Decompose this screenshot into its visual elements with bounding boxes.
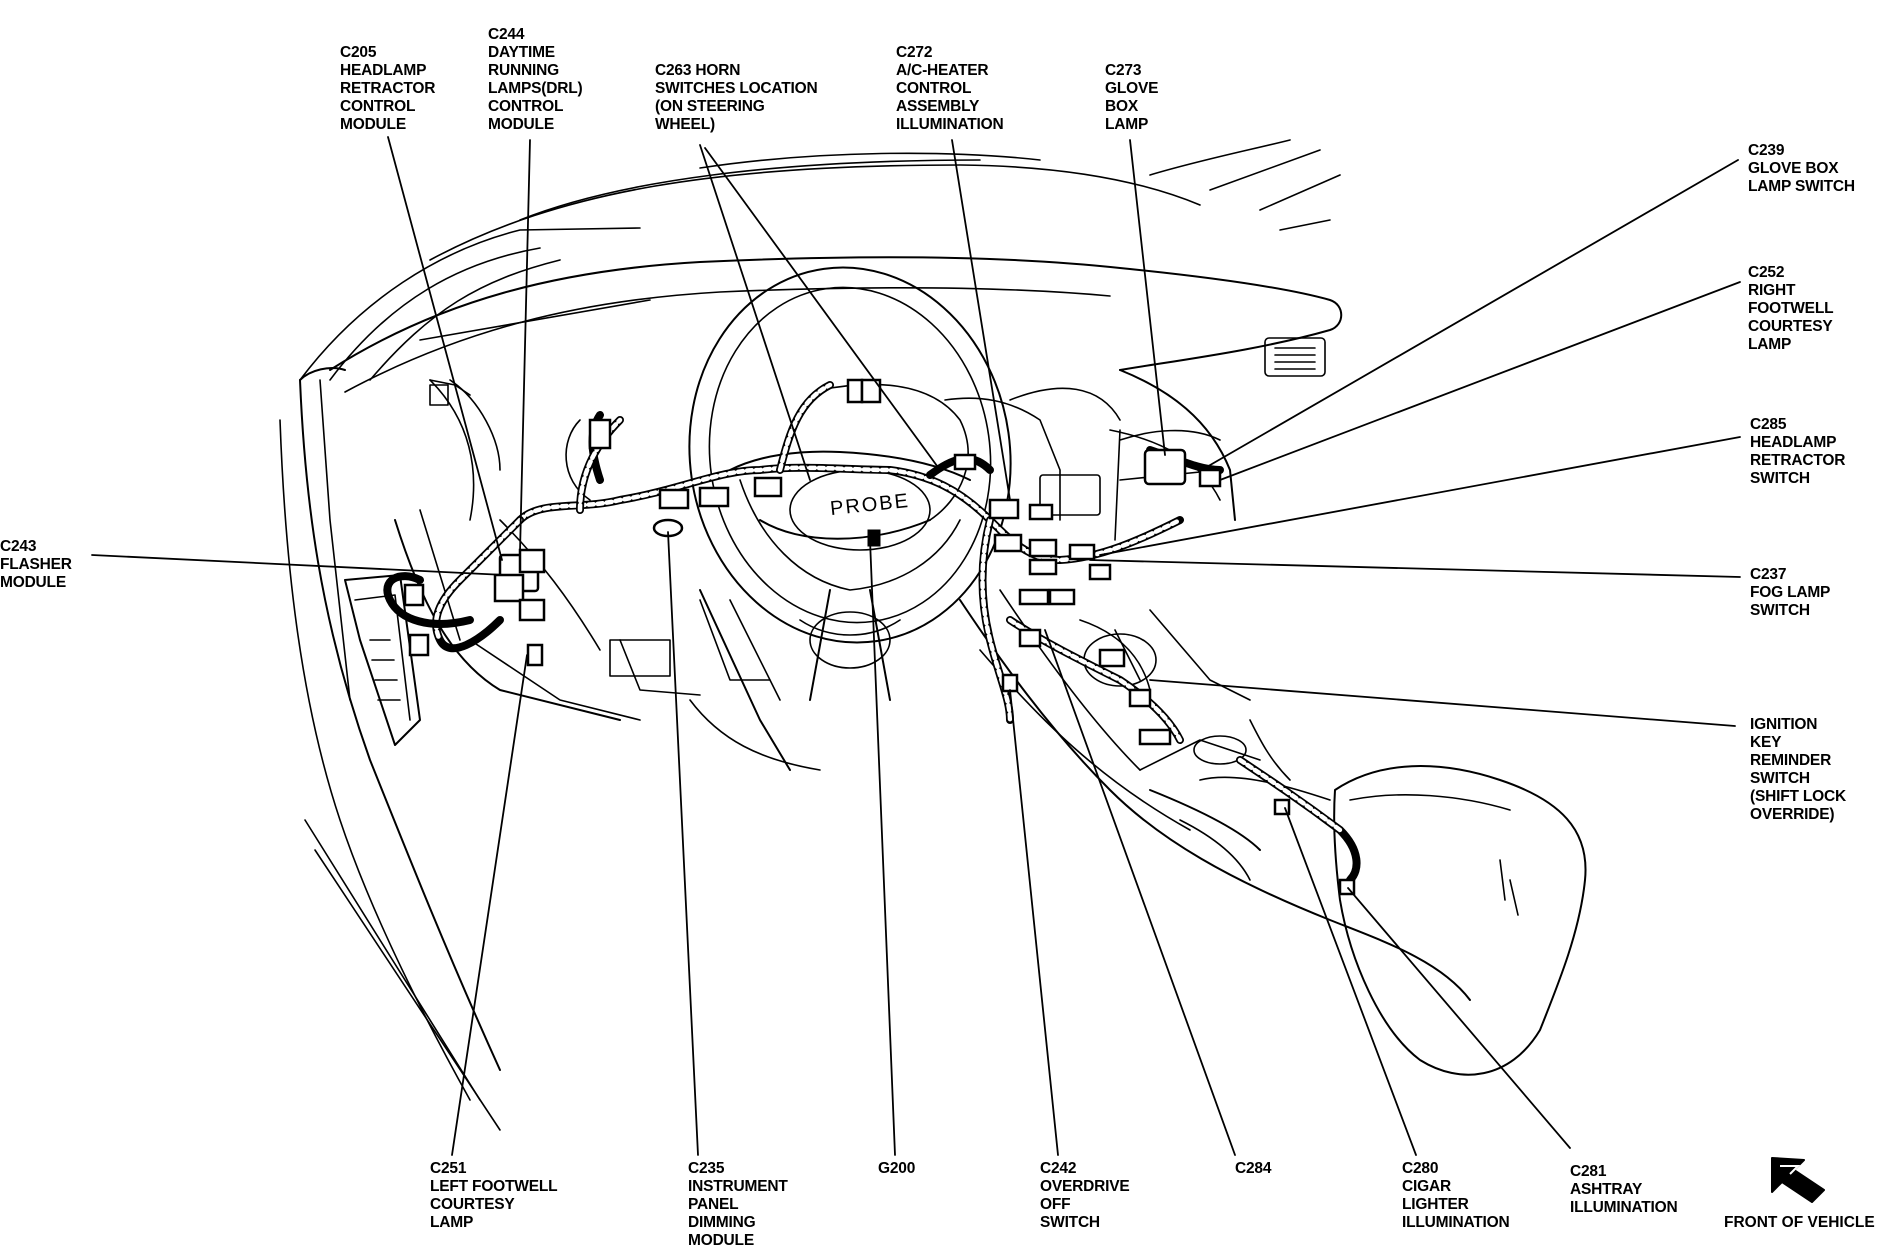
label-line: C272 — [896, 44, 933, 61]
label-line: FOG LAMP — [1750, 584, 1831, 601]
label-line: FOOTWELL — [1748, 300, 1834, 317]
label-line: C252 — [1748, 264, 1785, 281]
label-line: LAMP — [1748, 336, 1792, 353]
label-line: G200 — [878, 1160, 916, 1177]
label-line: ILLUMINATION — [896, 116, 1004, 133]
label-line: C244 — [488, 26, 525, 43]
label-line: C205 — [340, 44, 377, 61]
label-c244: C244 DAYTIME RUNNING LAMPS(DRL) CONTROL … — [488, 26, 583, 134]
label-line: WHEEL) — [655, 116, 715, 133]
label-line: BOX — [1105, 98, 1138, 115]
label-line: LEFT FOOTWELL — [430, 1178, 558, 1195]
label-line: DIMMING — [688, 1214, 756, 1231]
label-line: C280 — [1402, 1160, 1439, 1177]
label-line: OFF — [1040, 1196, 1071, 1213]
leader-lines — [91, 136, 1741, 1156]
label-ignition-key-reminder: IGNITION KEY REMINDER SWITCH (SHIFT LOCK… — [1750, 716, 1846, 824]
label-line: A/C-HEATER — [896, 62, 989, 79]
label-line: (SHIFT LOCK — [1750, 788, 1846, 805]
label-line: LIGHTER — [1402, 1196, 1469, 1213]
label-c243: C243 FLASHER MODULE — [0, 538, 72, 592]
label-line: C273 — [1105, 62, 1142, 79]
label-line: C263 HORN — [655, 62, 741, 79]
label-c242: C242 OVERDRIVE OFF SWITCH — [1040, 1160, 1130, 1232]
label-c284: C284 — [1235, 1160, 1271, 1178]
label-line: COURTESY — [1748, 318, 1833, 335]
label-line: SWITCH — [1750, 770, 1810, 787]
label-line: LAMP — [430, 1214, 474, 1231]
label-line: RIGHT — [1748, 282, 1796, 299]
front-of-vehicle-indicator: FRONT OF VEHICLE — [1724, 1152, 1884, 1232]
label-line: OVERRIDE) — [1750, 806, 1835, 823]
center-console — [959, 589, 1587, 1076]
label-line: FLASHER — [0, 556, 72, 573]
label-line: C239 — [1748, 142, 1785, 159]
label-line: INSTRUMENT — [688, 1178, 788, 1195]
label-c285: C285 HEADLAMP RETRACTOR SWITCH — [1750, 416, 1845, 488]
label-line: ILLUMINATION — [1570, 1199, 1678, 1216]
label-c263: C263 HORN SWITCHES LOCATION (ON STEERING… — [655, 62, 818, 134]
label-line: RETRACTOR — [1750, 452, 1846, 469]
label-c237: C237 FOG LAMP SWITCH — [1750, 566, 1830, 620]
label-line: (ON STEERING — [655, 98, 765, 115]
label-line: ILLUMINATION — [1402, 1214, 1510, 1231]
label-line: KEY — [1750, 734, 1782, 751]
label-line: RETRACTOR — [340, 80, 436, 97]
label-line: C285 — [1750, 416, 1787, 433]
label-line: C281 — [1570, 1163, 1607, 1180]
label-line: LAMP SWITCH — [1748, 178, 1855, 195]
label-line: C284 — [1235, 1160, 1272, 1177]
label-c251: C251 LEFT FOOTWELL COURTESY LAMP — [430, 1160, 558, 1232]
label-line: MODULE — [0, 574, 66, 591]
label-c272: C272 A/C-HEATER CONTROL ASSEMBLY ILLUMIN… — [896, 44, 1004, 134]
label-line: PANEL — [688, 1196, 739, 1213]
label-line: CIGAR — [1402, 1178, 1451, 1195]
label-line: ASHTRAY — [1570, 1181, 1643, 1198]
label-c205: C205 HEADLAMP RETRACTOR CONTROL MODULE — [340, 44, 435, 134]
label-c281: C281 ASHTRAY ILLUMINATION — [1570, 1163, 1678, 1217]
label-line: CONTROL — [488, 98, 564, 115]
label-line: LAMP — [1105, 116, 1149, 133]
label-c252: C252 RIGHT FOOTWELL COURTESY LAMP — [1748, 264, 1834, 354]
label-line: CONTROL — [896, 80, 972, 97]
label-line: C243 — [0, 538, 37, 555]
label-line: SWITCH — [1750, 602, 1810, 619]
label-line: LAMPS(DRL) — [488, 80, 583, 97]
left-kick-panel — [344, 574, 430, 746]
label-line: SWITCH — [1040, 1214, 1100, 1231]
direction-arrow-icon — [1771, 1157, 1825, 1203]
label-line: C237 — [1750, 566, 1787, 583]
label-line: RUNNING — [488, 62, 559, 79]
label-line: SWITCHES LOCATION — [655, 80, 818, 97]
label-line: SWITCH — [1750, 470, 1810, 487]
label-line: GLOVE BOX — [1748, 160, 1839, 177]
label-line: DAYTIME — [488, 44, 555, 61]
label-line: CONTROL — [340, 98, 416, 115]
front-of-vehicle-label: FRONT OF VEHICLE — [1724, 1214, 1875, 1231]
label-line: C242 — [1040, 1160, 1077, 1177]
connectors — [493, 378, 1356, 896]
label-line: C251 — [430, 1160, 467, 1177]
label-line: HEADLAMP — [1750, 434, 1837, 451]
label-line: C235 — [688, 1160, 725, 1177]
label-line: GLOVE — [1105, 80, 1159, 97]
label-line: IGNITION — [1750, 716, 1818, 733]
label-line: REMINDER — [1750, 752, 1832, 769]
label-g200: G200 — [878, 1160, 915, 1178]
label-line: OVERDRIVE — [1040, 1178, 1130, 1195]
label-line: COURTESY — [430, 1196, 515, 1213]
label-c280: C280 CIGAR LIGHTER ILLUMINATION — [1402, 1160, 1510, 1232]
label-c235: C235 INSTRUMENT PANEL DIMMING MODULE — [688, 1160, 788, 1250]
label-line: HEADLAMP — [340, 62, 427, 79]
label-c273: C273 GLOVE BOX LAMP — [1105, 62, 1158, 134]
label-line: MODULE — [488, 116, 554, 133]
label-c239: C239 GLOVE BOX LAMP SWITCH — [1748, 142, 1855, 196]
label-line: MODULE — [340, 116, 406, 133]
label-line: ASSEMBLY — [896, 98, 980, 115]
label-line: MODULE — [688, 1232, 754, 1249]
vehicle-body-outline — [279, 139, 1341, 1131]
